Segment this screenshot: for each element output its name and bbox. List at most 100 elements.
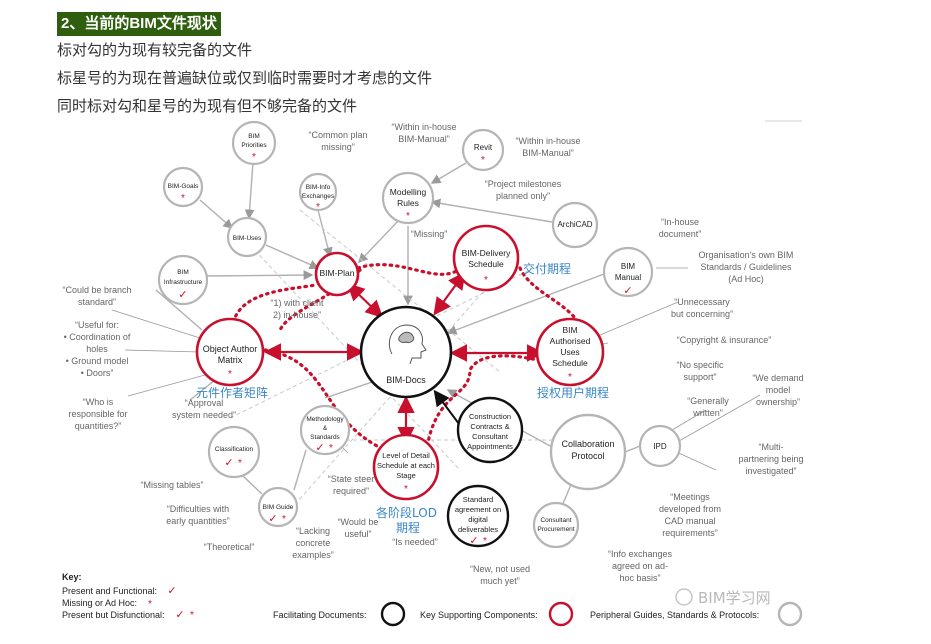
- methodology-label-2: &: [323, 425, 328, 432]
- section-heading: 2、当前的BIM文件现状: [57, 12, 221, 36]
- legend-key-label: Key:: [62, 572, 82, 582]
- classification-label: Classification: [215, 446, 254, 453]
- star-mark: *: [406, 211, 410, 222]
- quote: ownership”: [756, 397, 800, 407]
- quote: but concerning”: [671, 309, 733, 319]
- consultant-procurement-node: Consultant Procurement: [532, 501, 580, 549]
- cn-delivery-label: 交付期程: [523, 261, 571, 276]
- star-mark: *: [568, 372, 572, 383]
- legend-present: Present and Functional:: [62, 586, 157, 596]
- bim-goals-label: BIM-Goals: [168, 183, 199, 190]
- quote: “No specific: [676, 360, 724, 370]
- construction-node: Construction Contracts & Consultant Appo…: [456, 396, 524, 464]
- legend-key-supporting: Key Supporting Components:: [420, 610, 538, 620]
- quote: missing”: [321, 142, 355, 152]
- watermark: BIM学习网: [675, 588, 771, 607]
- quote: “Missing”: [411, 229, 448, 239]
- quote: “State steer: [328, 474, 375, 484]
- collaboration-node: Collaboration Protocol: [549, 413, 627, 491]
- construction-label-2: Contracts &: [470, 422, 509, 431]
- quote: agreed on ad-: [612, 561, 668, 571]
- tick-mark: ✓: [623, 285, 632, 297]
- quote: “Project milestones: [485, 179, 562, 189]
- bim-priorities-label-1: BIM: [248, 133, 260, 140]
- quote: Organisation’s own BIM: [699, 250, 794, 260]
- watermark-text: BIM学习网: [698, 589, 771, 607]
- quote: • Doors”: [81, 368, 114, 378]
- quote: much yet”: [480, 576, 520, 586]
- bim-infra-label-1: BIM: [177, 269, 189, 276]
- quote: “Info exchanges: [608, 549, 673, 559]
- tick-mark: ✓: [469, 535, 478, 547]
- classification-node: Classification ✓ *: [207, 425, 261, 479]
- bim-authorised-label-2: Authorised: [550, 336, 591, 346]
- head-icon: [388, 324, 427, 365]
- bim-authorised-label-1: BIM: [562, 325, 577, 335]
- quote: quantities?”: [75, 421, 122, 431]
- bim-guide-node: BIM Guide ✓ *: [257, 486, 299, 528]
- quote: “Generally: [687, 396, 729, 406]
- tick-mark: ✓: [175, 609, 184, 621]
- description-line-3: 同时标对勾和星号的为现有但不够完备的文件: [57, 98, 358, 115]
- star-mark: *: [148, 599, 152, 610]
- quote: “We demand: [752, 373, 803, 383]
- center-label: BIM-Docs: [386, 375, 426, 385]
- quote: partnering being: [738, 454, 803, 464]
- agreement-label-3: digital: [468, 515, 488, 524]
- revit-label: Revit: [474, 143, 493, 152]
- quote: “Unnecessary: [674, 297, 730, 307]
- tick-mark: ✓: [315, 442, 324, 454]
- wechat-icon: [675, 588, 693, 606]
- lod-label-1: Level of Detail: [382, 451, 430, 460]
- quote: required”: [333, 486, 369, 496]
- legend-facilitating: Facilitating Documents:: [273, 610, 367, 620]
- construction-label-4: Appointments: [467, 442, 513, 451]
- bim-manual-node: BIM Manual ✓: [602, 246, 654, 298]
- bim-uses-label: BIM-Uses: [233, 235, 262, 242]
- bim-plan-label: BIM-Plan: [320, 268, 355, 278]
- quote: BIM-Manual”: [522, 148, 574, 158]
- bim-delivery-node: BIM-Delivery Schedule *: [452, 224, 520, 292]
- bim-authorised-label-4: Schedule: [552, 358, 588, 368]
- methodology-node: Methodology & Standards ✓ *: [299, 404, 351, 456]
- bim-authorised-label-3: Uses: [560, 347, 579, 357]
- standard-agreement-node: Standard agreement on digital deliverabl…: [446, 484, 510, 548]
- quote: “Within in-house: [391, 122, 456, 132]
- object-author-label-1: Object Author: [203, 344, 258, 354]
- quote: “1) with client: [270, 298, 324, 308]
- quote: “In-house: [661, 217, 699, 227]
- star-mark: *: [238, 458, 242, 469]
- legend-peripheral: Peripheral Guides, Standards & Protocols…: [590, 610, 759, 620]
- object-author-node: Object Author Matrix *: [195, 317, 265, 387]
- modelling-rules-node: Modelling Rules *: [381, 171, 435, 225]
- star-mark: *: [252, 152, 256, 163]
- bim-info-label-1: BIM-Info: [306, 184, 331, 191]
- bim-manual-label-2: Manual: [615, 273, 641, 282]
- bim-priorities-node: BIM Priorities *: [231, 120, 277, 166]
- construction-label-1: Construction: [469, 412, 511, 421]
- cn-lod-label-2: 期程: [396, 520, 420, 535]
- tick-mark: ✓: [268, 513, 277, 525]
- quote: holes: [86, 344, 108, 354]
- bim-goals-node: BIM-Goals *: [162, 166, 204, 208]
- construction-label-3: Consultant: [472, 432, 509, 441]
- quote: “Would be: [338, 517, 379, 527]
- archicad-node: ArchiCAD: [551, 201, 599, 249]
- quote: examples”: [292, 550, 334, 560]
- agreement-label-2: agreement on: [455, 505, 501, 514]
- star-mark: *: [404, 484, 408, 495]
- legend-red-circle: [548, 601, 574, 627]
- ipd-node: IPD: [638, 424, 682, 468]
- star-mark: *: [481, 155, 485, 166]
- quote: responsible for: [68, 409, 127, 419]
- quote: • Ground model: [66, 356, 129, 366]
- quote: “Meetings: [670, 492, 710, 502]
- bim-uses-node: BIM-Uses: [226, 216, 268, 258]
- quote: “Theoretical”: [204, 542, 255, 552]
- star-mark: *: [190, 610, 194, 621]
- quote: “Missing tables”: [140, 480, 203, 490]
- quote: CAD manual: [664, 516, 715, 526]
- archicad-label: ArchiCAD: [557, 220, 592, 229]
- bim-info-label-2: Exchanges: [302, 193, 335, 200]
